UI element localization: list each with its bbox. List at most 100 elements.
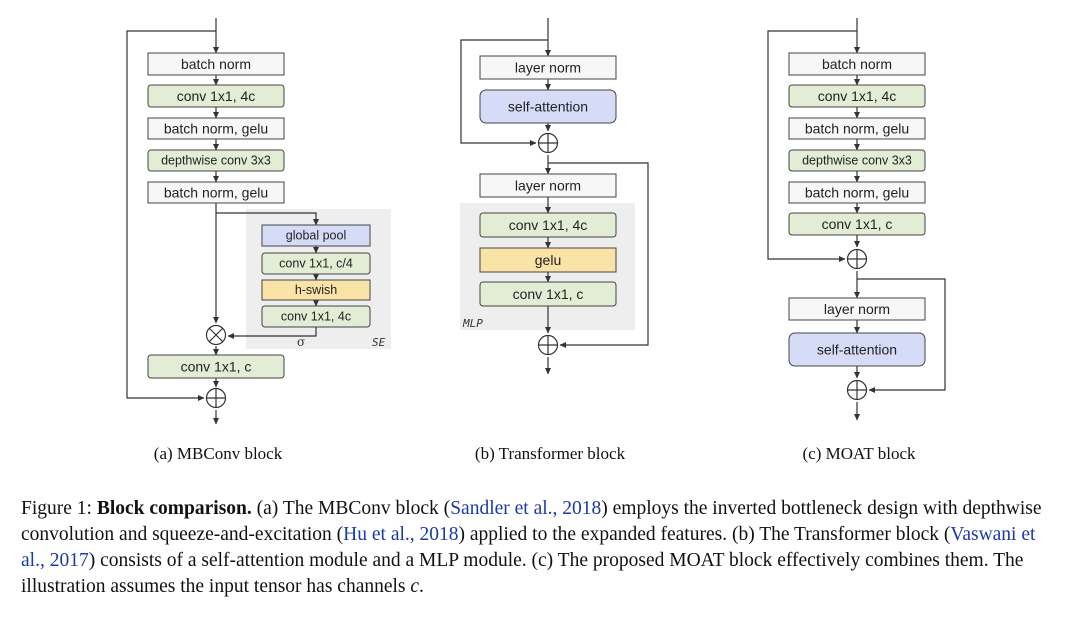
box-shape <box>788 212 926 236</box>
mlp-label: MLP <box>462 317 483 330</box>
box-shape <box>788 332 926 367</box>
mlp-expand-conv-box: conv 1x1, 4c <box>479 212 617 238</box>
citation-link[interactable]: Vaswani et al., 2017 <box>21 524 1036 571</box>
box-label: batch norm, gelu <box>805 121 909 137</box>
transformer-subcaption: (b) Transformer block <box>475 444 626 463</box>
box-shape <box>479 89 617 124</box>
caption-end: . <box>419 576 424 597</box>
box-label: conv 1x1, 4c <box>818 88 897 104</box>
mbconv-depthwise-conv-box: depthwise conv 3x3 <box>147 149 285 172</box>
box-label: conv 1x1, 4c <box>509 217 588 233</box>
caption-text: ) applied to the expanded features. (b) … <box>458 524 951 545</box>
box-label: batch norm <box>822 56 892 72</box>
box-label: conv 1x1, c <box>822 216 893 232</box>
box-shape <box>479 281 617 307</box>
transformer-self-attention-box: self-attention <box>479 89 617 124</box>
transformer-layer-norm-box: layer norm <box>479 55 617 80</box>
moat-expand-conv-box: conv 1x1, 4c <box>788 84 926 108</box>
se-expand-conv-box: conv 1x1, 4c <box>261 305 371 328</box>
moat-subcaption: (c) MOAT block <box>803 444 916 463</box>
caption-text: ) consists of a self-attention module an… <box>21 550 1024 597</box>
box-label: batch norm, gelu <box>164 121 268 137</box>
box-shape <box>788 181 926 204</box>
box-shape <box>147 84 285 108</box>
figure-caption: Figure 1: Block comparison. (a) The MBCo… <box>21 496 1061 600</box>
box-shape <box>788 149 926 172</box>
mbconv-batch-norm-box: batch norm <box>147 52 285 76</box>
citation-link[interactable]: Sandler et al., 2018 <box>450 498 602 519</box>
moat-depthwise-conv-box: depthwise conv 3x3 <box>788 149 926 172</box>
figure-label: Figure 1: <box>21 498 92 519</box>
box-shape <box>147 181 285 204</box>
mbconv-project-conv-box: conv 1x1, c <box>147 354 285 379</box>
add-icon <box>205 387 227 409</box>
box-shape <box>261 252 371 275</box>
box-label: conv 1x1, c/4 <box>279 257 353 271</box>
add-icon <box>537 334 559 356</box>
box-shape <box>479 212 617 238</box>
channel-variable: c <box>410 576 420 597</box>
box-label: h-swish <box>295 283 337 297</box>
add-icon <box>846 248 868 270</box>
box-label: conv 1x1, 4c <box>281 310 351 324</box>
box-shape <box>147 52 285 76</box>
moat-batch-norm-box: batch norm <box>788 52 926 76</box>
block-comparison-figure: SE σ batch norm conv 1x1, 4c batch norm,… <box>126 18 946 463</box>
transformer-layer-norm-box-2: layer norm <box>479 173 617 198</box>
caption-title: Block comparison. <box>96 498 252 519</box>
moat-batch-norm-gelu-box-2: batch norm, gelu <box>788 181 926 204</box>
caption-text: (a) The MBConv block ( <box>256 498 451 519</box>
multiply-icon <box>205 324 227 346</box>
box-shape <box>261 305 371 328</box>
box-shape <box>261 279 371 301</box>
box-label: batch norm <box>181 56 251 72</box>
moat-diagram: batch norm conv 1x1, 4c batch norm, gelu… <box>767 18 946 463</box>
se-label: SE <box>372 336 386 349</box>
box-label: batch norm, gelu <box>164 185 268 201</box>
box-shape <box>788 52 926 76</box>
box-label: self-attention <box>817 342 897 358</box>
add-icon <box>846 379 868 401</box>
moat-layer-norm-box: layer norm <box>788 297 926 321</box>
box-label: depthwise conv 3x3 <box>161 154 271 168</box>
mbconv-subcaption: (a) MBConv block <box>154 444 283 463</box>
box-shape <box>788 84 926 108</box>
box-label: gelu <box>535 252 561 268</box>
se-reduce-conv-box: conv 1x1, c/4 <box>261 252 371 275</box>
box-shape <box>788 297 926 321</box>
box-shape <box>479 247 617 273</box>
box-label: conv 1x1, 4c <box>177 88 256 104</box>
mbconv-expand-conv-box: conv 1x1, 4c <box>147 84 285 108</box>
box-label: layer norm <box>515 178 581 194</box>
se-h-swish-box: h-swish <box>261 279 371 301</box>
box-label: self-attention <box>508 99 588 115</box>
box-shape <box>788 117 926 140</box>
mbconv-diagram: SE σ batch norm conv 1x1, 4c batch norm,… <box>126 18 391 463</box>
box-label: global pool <box>286 229 346 243</box>
mbconv-batch-norm-gelu-box: batch norm, gelu <box>147 117 285 140</box>
box-label: layer norm <box>824 301 890 317</box>
box-shape <box>147 117 285 140</box>
box-label: depthwise conv 3x3 <box>802 154 912 168</box>
box-label: conv 1x1, c <box>181 359 252 375</box>
box-label: layer norm <box>515 60 581 76</box>
mlp-project-conv-box: conv 1x1, c <box>479 281 617 307</box>
box-shape <box>479 55 617 80</box>
box-shape <box>147 149 285 172</box>
mlp-gelu-box: gelu <box>479 247 617 273</box>
se-global-pool-box: global pool <box>261 224 371 247</box>
box-shape <box>147 354 285 379</box>
box-label: batch norm, gelu <box>805 185 909 201</box>
sigma-label: σ <box>297 335 305 349</box>
transformer-diagram: MLP layer norm self-attention layer norm… <box>460 18 649 463</box>
moat-batch-norm-gelu-box: batch norm, gelu <box>788 117 926 140</box>
citation-link[interactable]: Hu et al., 2018 <box>343 524 459 545</box>
caption-text: ) employs the inverted bottleneck design… <box>21 498 1042 545</box>
box-label: conv 1x1, c <box>513 286 584 302</box>
moat-project-conv-box: conv 1x1, c <box>788 212 926 236</box>
add-icon <box>537 132 559 154</box>
box-shape <box>261 224 371 247</box>
mbconv-batch-norm-gelu-box-2: batch norm, gelu <box>147 181 285 204</box>
box-shape <box>479 173 617 198</box>
moat-self-attention-box: self-attention <box>788 332 926 367</box>
